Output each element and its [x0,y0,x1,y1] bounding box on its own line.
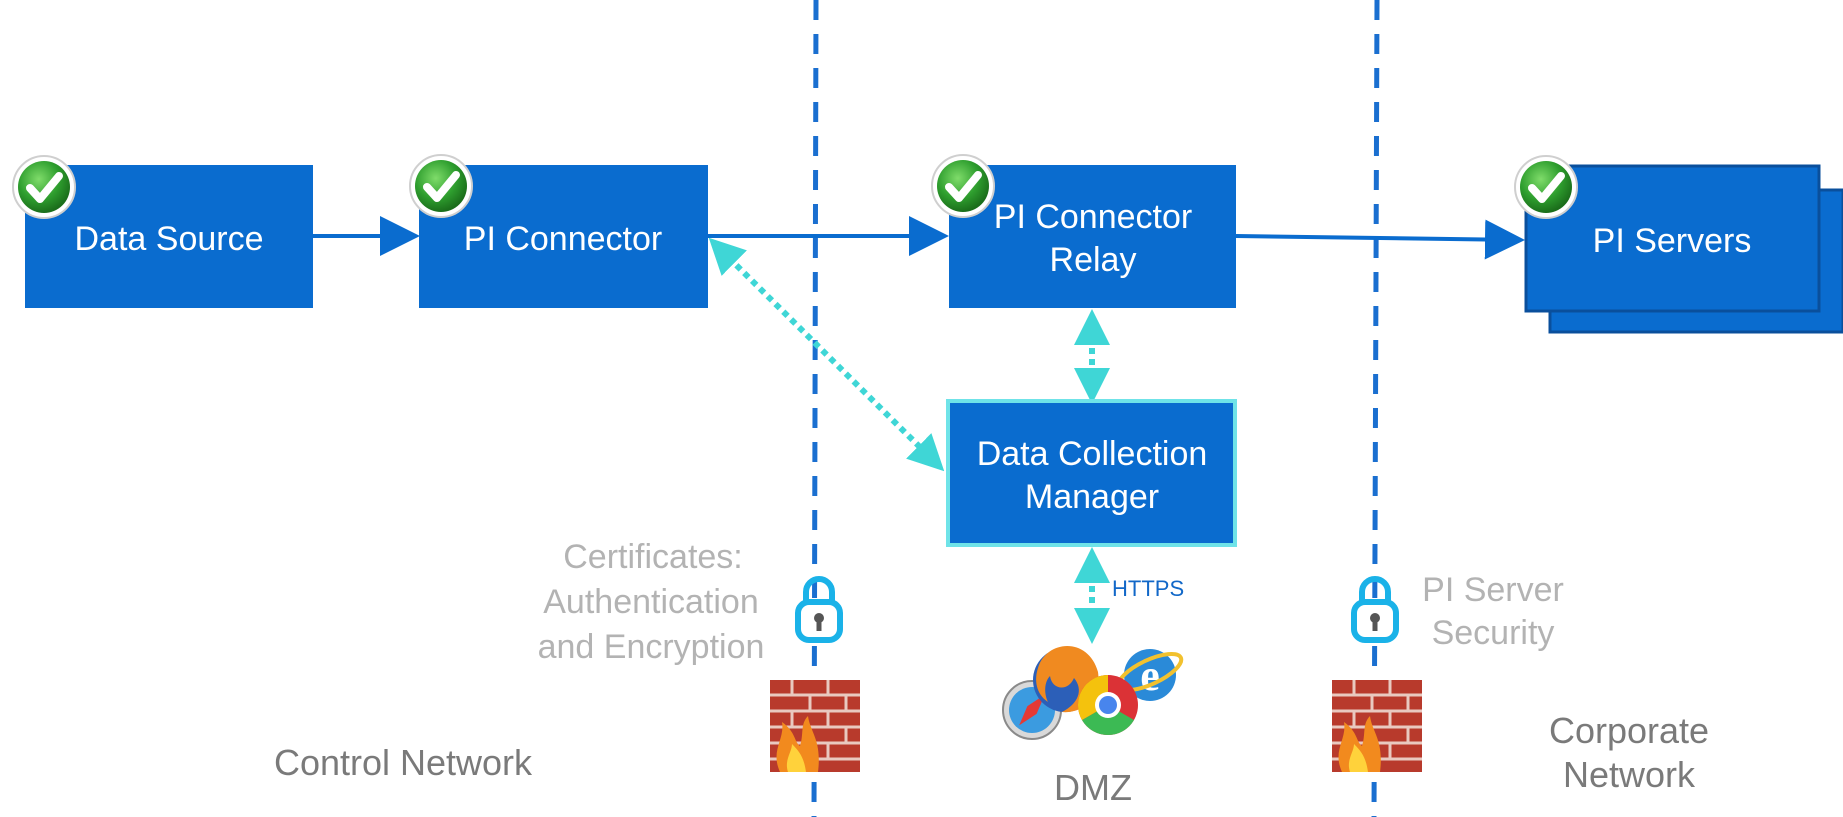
check-icon [932,155,994,217]
browser-icons: e [1002,646,1184,740]
firewall-icon [1330,678,1424,774]
node-pi-connector-relay[interactable]: PI Connector Relay [949,165,1236,308]
node-dcm-label-line2: Manager [1025,478,1159,516]
firewall-icon [768,678,862,774]
arrow-relay-to-servers [1235,219,1525,260]
dotted-connector-to-dcm [708,237,945,472]
node-pi-servers-label: PI Servers [1593,222,1752,260]
lock-icon [798,579,840,640]
certificates-line3: and Encryption [538,628,765,666]
pi-server-security-line2: Security [1432,614,1555,652]
zone-dmz: DMZ [1054,767,1132,808]
chrome-icon [1077,675,1138,736]
zone-corporate-line2: Network [1563,754,1696,795]
node-relay-label-line1: PI Connector [994,198,1192,236]
node-pi-connector-label: PI Connector [464,220,662,258]
node-data-collection-manager[interactable]: Data Collection Manager [946,399,1237,547]
certificates-line2: Authentication [543,583,759,621]
certificates-line1: Certificates: [563,538,743,576]
node-data-source-label: Data Source [75,220,264,258]
check-icon [13,156,75,218]
zone-corporate-line1: Corporate [1549,710,1709,751]
node-dcm-label-line1: Data Collection [977,435,1208,473]
https-label: HTTPS [1112,576,1184,601]
check-icon [1515,156,1577,218]
ie-icon: e [1116,649,1184,701]
zone-control-network: Control Network [274,742,533,783]
node-relay-label-line2: Relay [1050,241,1137,279]
pi-server-security-line1: PI Server [1422,571,1564,609]
check-icon [410,155,472,217]
